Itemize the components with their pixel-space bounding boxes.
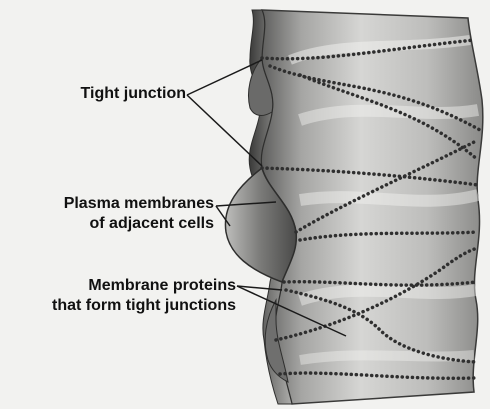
label-membrane-proteins-line1: Membrane proteins (4, 276, 236, 296)
membrane-sheet (261, 10, 483, 404)
label-tight-junction-text: Tight junction (30, 84, 186, 104)
label-membrane-proteins-line2: that form tight junctions (4, 296, 236, 316)
label-tight-junction: Tight junction (30, 84, 186, 104)
label-plasma-membranes-line1: Plasma membranes (20, 194, 214, 214)
label-membrane-proteins: Membrane proteins that form tight juncti… (4, 276, 236, 316)
membrane-fold (300, 195, 478, 201)
label-plasma-membranes: Plasma membranes of adjacent cells (20, 194, 214, 234)
label-plasma-membranes-line2: of adjacent cells (20, 214, 214, 234)
